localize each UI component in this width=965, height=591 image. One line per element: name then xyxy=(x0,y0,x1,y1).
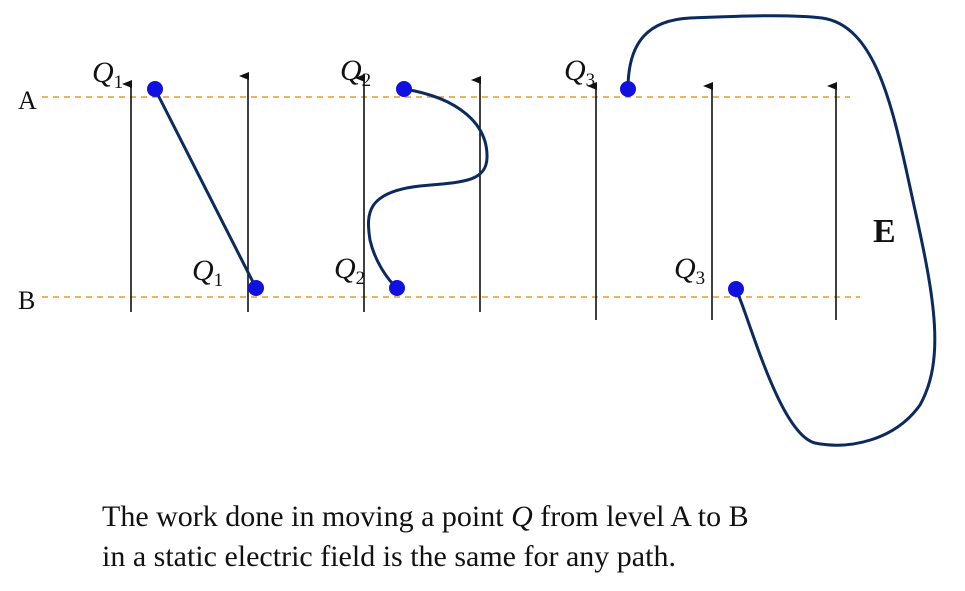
level-label-b: B xyxy=(18,286,35,315)
label-q2-bottom: Q2 xyxy=(334,252,365,289)
charge-q2-start xyxy=(396,81,412,97)
label-q1-bottom: Q1 xyxy=(192,254,223,291)
charge-q2-end xyxy=(389,280,405,296)
label-q3-top: Q3 xyxy=(564,54,595,91)
caption-line-1-pre: The work done in moving a point xyxy=(102,500,512,533)
field-label-e: E xyxy=(873,213,896,250)
label-q3-bottom: Q3 xyxy=(674,252,705,289)
label-q2-top: Q2 xyxy=(340,54,371,91)
charge-q1-start xyxy=(147,81,163,97)
caption-line-1: The work done in moving a point Q from l… xyxy=(102,502,749,532)
label-q1-top: Q1 xyxy=(92,56,123,93)
path-q2 xyxy=(367,87,489,290)
path-q1 xyxy=(153,88,258,289)
caption-line-2: in a static electric field is the same f… xyxy=(102,540,676,573)
charge-q3-start xyxy=(620,81,636,97)
level-label-a: A xyxy=(18,86,37,115)
charge-q1-end xyxy=(248,280,264,296)
field-lines xyxy=(122,72,837,320)
charge-q3-end xyxy=(728,281,744,297)
path-q3 xyxy=(626,14,937,447)
caption-line-1-post: from level A to B xyxy=(532,500,749,533)
caption-variable-q: Q xyxy=(511,500,533,533)
